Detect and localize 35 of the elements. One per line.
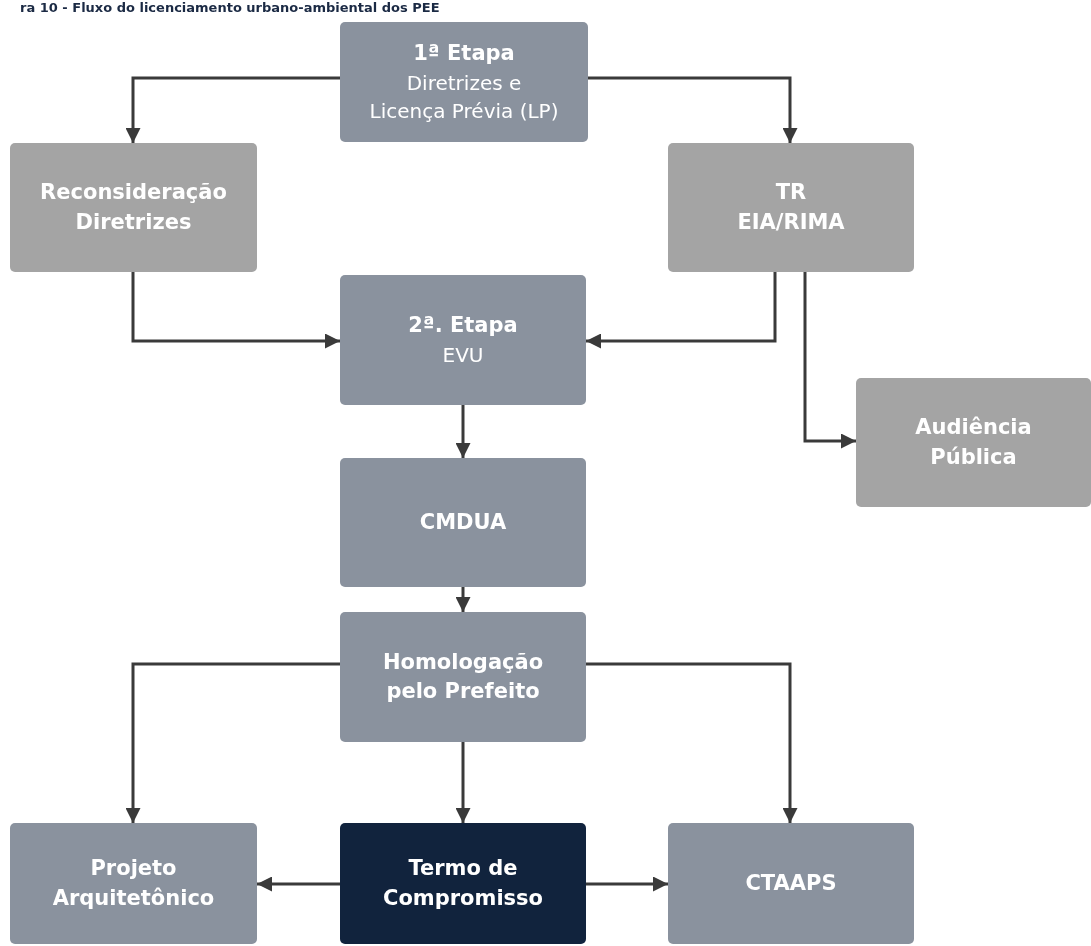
process-box: [856, 378, 1091, 507]
step-label: CTAAPS: [745, 869, 837, 897]
arrow: [803, 272, 856, 449]
step-label: Reconsideração Diretrizes: [39, 179, 228, 236]
arrow: [455, 405, 471, 458]
step-label: Termo de Compromisso: [381, 855, 544, 912]
step-heading: 2ª. Etapa: [408, 312, 518, 340]
process-box: [340, 458, 586, 587]
process-box: [668, 823, 914, 944]
step-description: EVU: [442, 341, 484, 369]
arrow: [125, 662, 340, 823]
step-label: Projeto Arquitetônico: [51, 855, 216, 912]
process-box: [340, 275, 586, 405]
step-label: Audiência Pública: [914, 414, 1033, 471]
figure-title: ra 10 - Fluxo do licenciamento urbano-ambiental dos PEE: [20, 0, 440, 15]
process-box: [340, 612, 586, 742]
process-box: [668, 143, 914, 272]
step-description: Diretrizes e Licença Prévia (LP): [369, 69, 559, 125]
step-heading: 1ª Etapa: [413, 40, 515, 68]
arrow: [125, 76, 340, 143]
process-box: [10, 823, 257, 944]
arrow: [586, 662, 798, 823]
arrow: [588, 76, 798, 143]
arrow: [586, 876, 668, 892]
arrow: [586, 272, 777, 349]
step-label: CMDUA: [419, 508, 507, 536]
highlighted-process-box: [340, 823, 586, 944]
arrow: [455, 587, 471, 612]
arrow: [455, 742, 471, 823]
step-label: Homologação pelo Prefeito: [381, 648, 545, 705]
arrow: [131, 272, 340, 349]
process-box: [10, 143, 257, 272]
process-box: [340, 22, 588, 142]
step-label: TR EIA/RIMA: [736, 179, 846, 236]
arrow: [257, 876, 340, 892]
